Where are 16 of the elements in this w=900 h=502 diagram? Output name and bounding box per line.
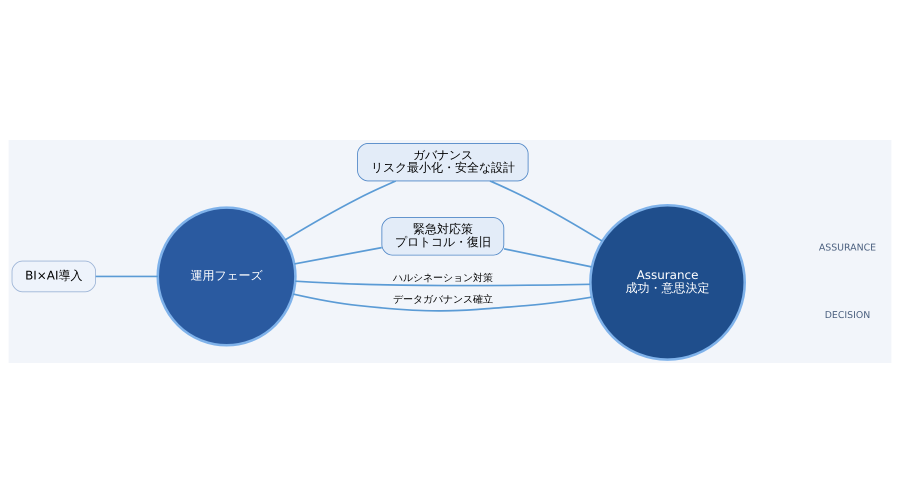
node-box: BI×AI導入 xyxy=(12,260,96,292)
label: DECISION xyxy=(824,310,870,321)
node-circle: Assurance 成功・意思決定 xyxy=(589,203,746,360)
connector xyxy=(490,180,603,242)
connector xyxy=(292,292,592,312)
label: ASSURANCE xyxy=(818,242,876,254)
node-box: ガバナンス リスク最小化・安全な設計 xyxy=(357,142,529,181)
connector xyxy=(294,246,382,264)
connector xyxy=(284,180,396,240)
connector xyxy=(295,280,590,286)
connector xyxy=(96,275,158,277)
node-circle: 運用フェーズ xyxy=(156,206,297,346)
node-box: 緊急対応策 プロトコル・復旧 xyxy=(381,216,504,256)
edge-label: ハルシネーション対策 xyxy=(392,272,493,284)
connector xyxy=(504,247,592,268)
edge-label: データガバナンス確立 xyxy=(392,294,493,306)
